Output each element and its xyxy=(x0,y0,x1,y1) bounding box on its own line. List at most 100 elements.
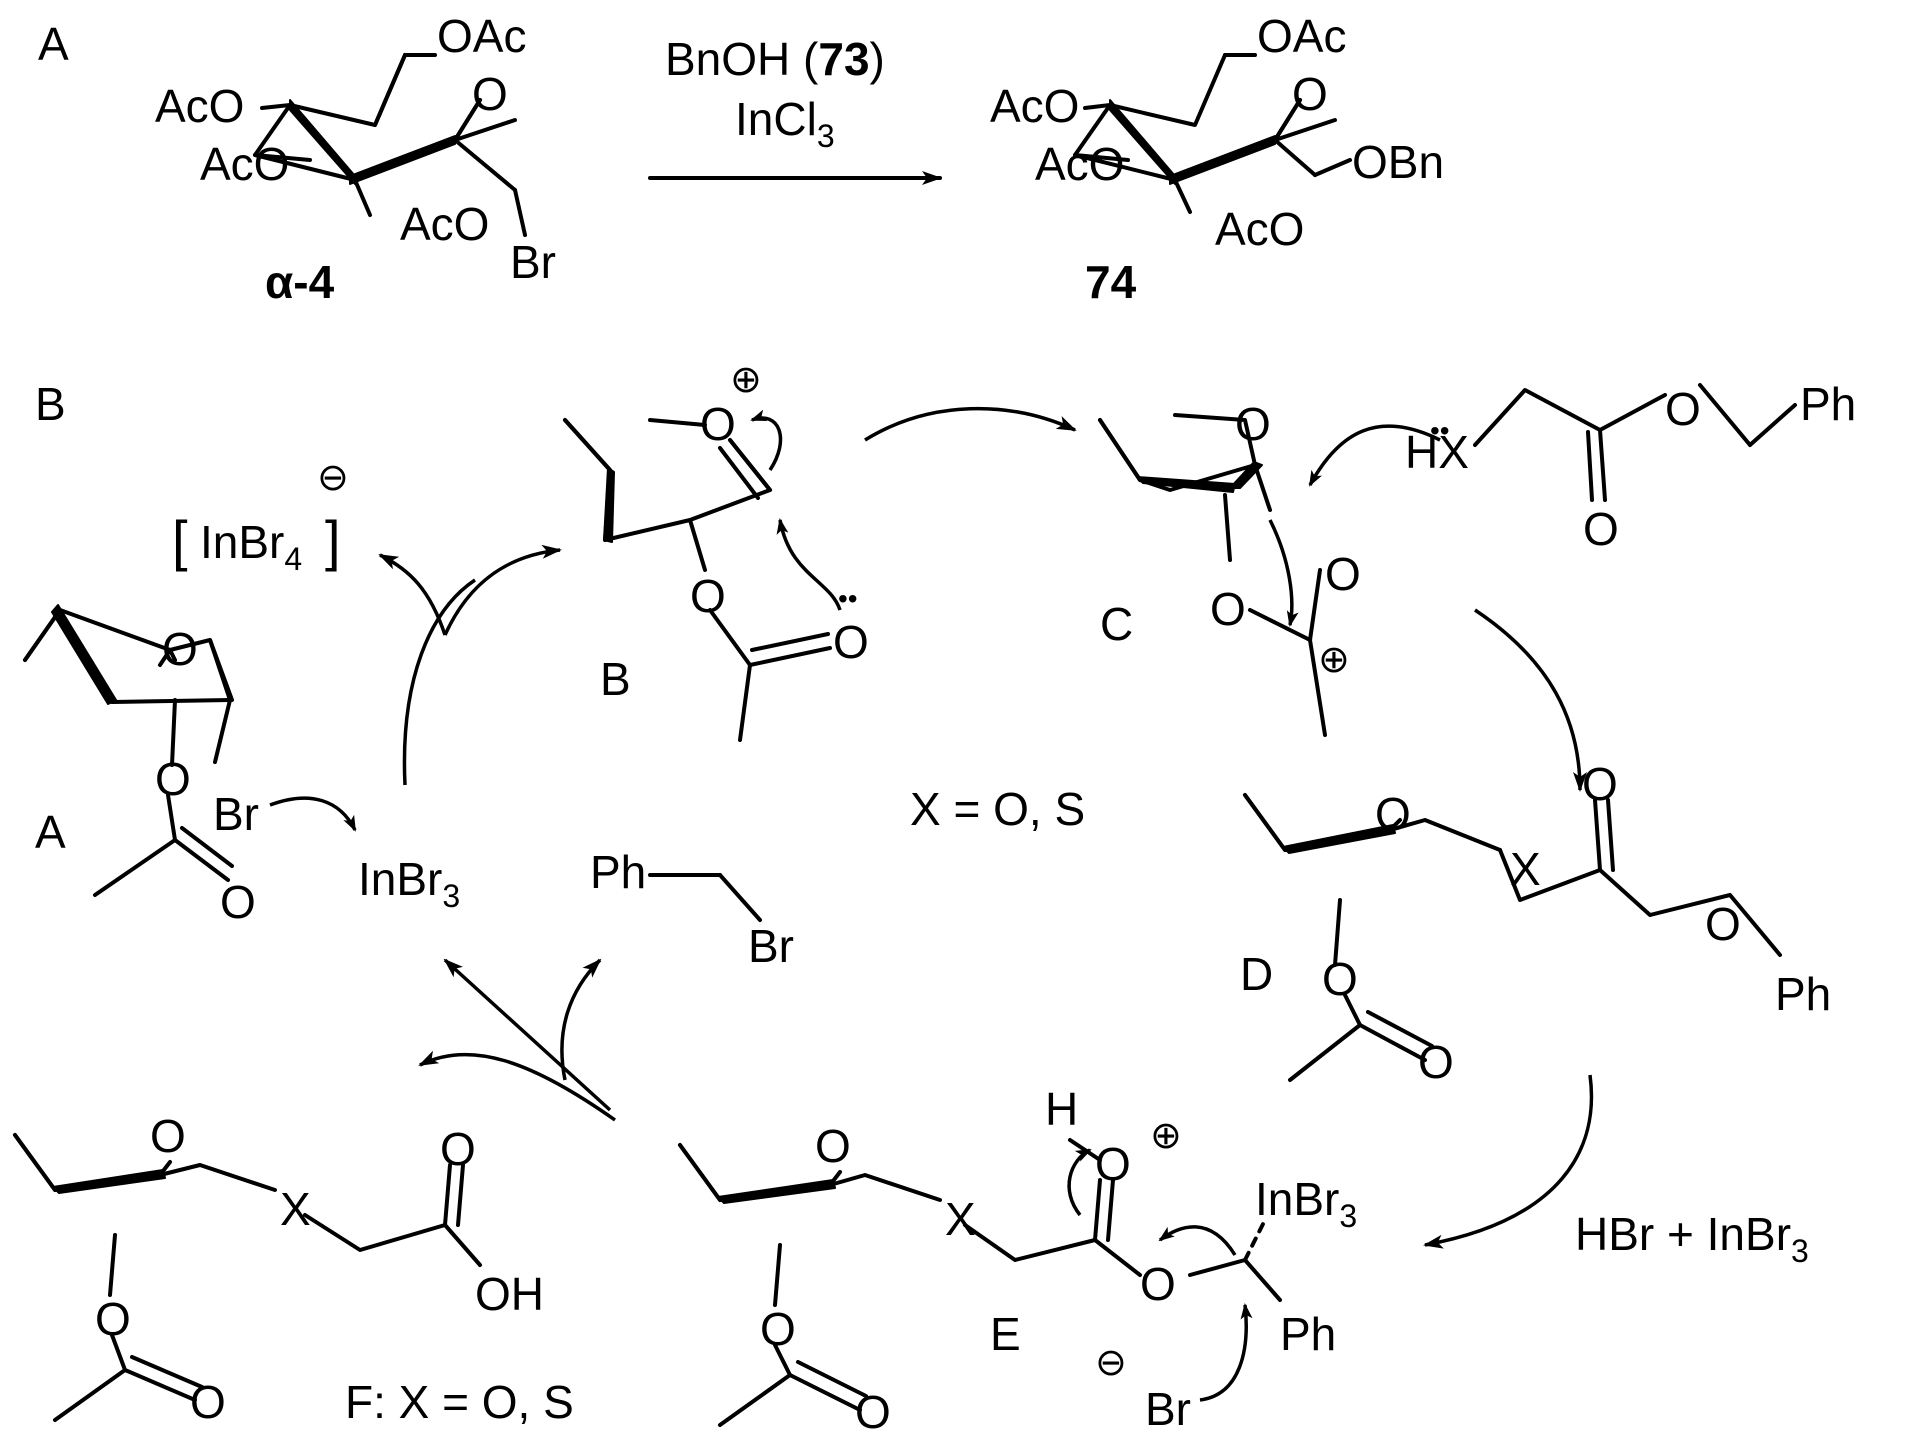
hbr-inbr3: HBr + InBr3 xyxy=(1575,1208,1809,1269)
product-c3-aco: AcO xyxy=(1035,138,1124,190)
product-74: OAc O AcO AcO AcO OBn 74 xyxy=(990,10,1444,308)
reactant-c3-aco: AcO xyxy=(200,138,289,190)
e-curved-arrow-1 xyxy=(1067,1148,1092,1217)
product-c4-aco: AcO xyxy=(990,80,1079,132)
x-definition: X = O, S xyxy=(910,783,1085,835)
e-label: E xyxy=(990,1308,1021,1360)
f-acetyl-carbonyl-o: O xyxy=(190,1376,226,1428)
product-ring-o: O xyxy=(1292,68,1328,120)
benzyl-bromide: Ph Br xyxy=(590,846,794,972)
e-acetyl-carbonyl-o: O xyxy=(855,1386,891,1438)
arrow-c-to-d xyxy=(1474,608,1587,792)
nucleophile: HX •• O O Ph xyxy=(1308,378,1856,555)
b-oxocarbenium-o: O xyxy=(700,398,736,450)
d-label: D xyxy=(1240,948,1273,1000)
nuc-ph: Ph xyxy=(1800,378,1856,430)
e-h: H xyxy=(1045,1083,1078,1135)
a-carbonyl-o: O xyxy=(220,876,256,928)
reactant-anomeric-br: Br xyxy=(510,236,556,288)
reactant-alpha-4: OAc O AcO AcO AcO Br α-4 xyxy=(155,10,556,308)
species-c: O O O ⊕ C xyxy=(1098,398,1361,737)
e-curved-arrow-2 xyxy=(1158,1225,1237,1256)
reagent-label: BnOH (73) xyxy=(665,33,885,85)
product-c6-oac: OAc xyxy=(1257,10,1346,62)
species-b: O ⊕ O O •• B xyxy=(563,359,869,742)
inbr4-charge: ⊖ xyxy=(317,457,349,499)
reactant-c4-aco: AcO xyxy=(155,80,244,132)
panel-b: B [ InBr4 ] ⊖ O O O Br A xyxy=(13,359,1856,1438)
a-ester-o: O xyxy=(155,753,191,805)
b-ester-o: O xyxy=(690,570,726,622)
f-label: F: X = O, S xyxy=(345,1376,574,1428)
product-id: 74 xyxy=(1085,256,1137,308)
c-label: C xyxy=(1100,598,1133,650)
b-carbonyl-o: O xyxy=(833,616,869,668)
product-c2-aco: AcO xyxy=(1215,203,1304,255)
e-inbr3: InBr3 xyxy=(1255,1173,1357,1234)
e-ester-o: O xyxy=(1140,1258,1176,1310)
species-f: O X O OH O O F: X = O, S xyxy=(13,1110,574,1428)
b-label: B xyxy=(600,653,631,705)
reactant-id: α-4 xyxy=(265,256,335,308)
f-acetyl-o: O xyxy=(95,1293,131,1345)
e-charge: ⊕ xyxy=(1150,1115,1182,1157)
arrow-to-b xyxy=(443,544,562,636)
bnbr-br: Br xyxy=(748,920,794,972)
f-x: X xyxy=(280,1183,311,1235)
arrow-d-to-e xyxy=(1423,1074,1594,1249)
b-curved-arrow-1 xyxy=(750,409,783,471)
reactant-ring-o: O xyxy=(472,68,508,120)
e-br: Br xyxy=(1145,1383,1191,1435)
c-ring-o: O xyxy=(1235,398,1271,450)
f-oh: OH xyxy=(475,1268,544,1320)
species-a: O O O Br A xyxy=(23,604,259,928)
arrow-e-to-f-main xyxy=(418,1050,617,1122)
inbr4-right-bracket: ] xyxy=(325,509,341,572)
inbr4-left-bracket: [ xyxy=(172,509,188,572)
d-acetyl-carbonyl-o: O xyxy=(1418,1036,1454,1088)
e-ph: Ph xyxy=(1280,1308,1336,1360)
arrow-a-to-inbr3 xyxy=(269,796,357,832)
cycle-arrows xyxy=(269,406,1594,1249)
inbr4-formula: InBr4 xyxy=(200,516,302,577)
e-curved-arrow-3 xyxy=(1199,1303,1253,1402)
a-leaving-br: Br xyxy=(213,788,259,840)
catalyst-label: InCl3 xyxy=(735,93,835,154)
panel-b-label: B xyxy=(35,378,66,430)
arrow-to-inbr3-regen xyxy=(443,958,612,1112)
a-ring-o: O xyxy=(162,623,198,675)
e-br-charge: ⊖ xyxy=(1095,1342,1127,1384)
panel-a: A OAc O AcO AcO AcO Br α-4 BnOH (73) xyxy=(38,10,1444,308)
product-anomeric-obn: OBn xyxy=(1352,136,1444,188)
c-curved-arrow xyxy=(1268,519,1299,627)
reactant-c6-oac: OAc xyxy=(437,10,526,62)
d-ring-o: O xyxy=(1375,788,1411,840)
nuc-lone-pair: •• xyxy=(1430,415,1450,446)
e-ring-o: O xyxy=(815,1120,851,1172)
c-charge: ⊕ xyxy=(1318,639,1350,681)
arrow-b-to-c xyxy=(864,406,1077,442)
b-charge: ⊕ xyxy=(730,359,762,401)
b-curved-arrow-2 xyxy=(776,518,842,611)
bnbr-ph: Ph xyxy=(590,846,646,898)
nuc-carbonyl-o: O xyxy=(1583,503,1619,555)
species-d: O X O O Ph O O D xyxy=(1240,758,1831,1088)
b-lone-pair: •• xyxy=(838,583,858,614)
panel-a-label: A xyxy=(38,18,69,70)
d-ph: Ph xyxy=(1775,968,1831,1020)
d-carbonyl-o: O xyxy=(1582,758,1618,810)
a-label: A xyxy=(35,806,66,858)
arrow-inbr3-up xyxy=(402,578,476,786)
c-o2: O xyxy=(1210,583,1246,635)
f-carbonyl-o: O xyxy=(440,1123,476,1175)
d-ester-o: O xyxy=(1705,898,1741,950)
e-acetyl-o: O xyxy=(760,1303,796,1355)
nuc-hx: HX xyxy=(1405,426,1469,478)
e-x: X xyxy=(945,1193,976,1245)
f-ring-o: O xyxy=(150,1110,186,1162)
arrow-to-bnbr xyxy=(560,958,602,1081)
e-oxonium-o: O xyxy=(1095,1138,1131,1190)
nuc-attack-arrow xyxy=(1308,424,1441,487)
inbr4-anion: [ InBr4 ] ⊖ xyxy=(172,457,349,577)
d-acetyl-o: O xyxy=(1322,953,1358,1005)
